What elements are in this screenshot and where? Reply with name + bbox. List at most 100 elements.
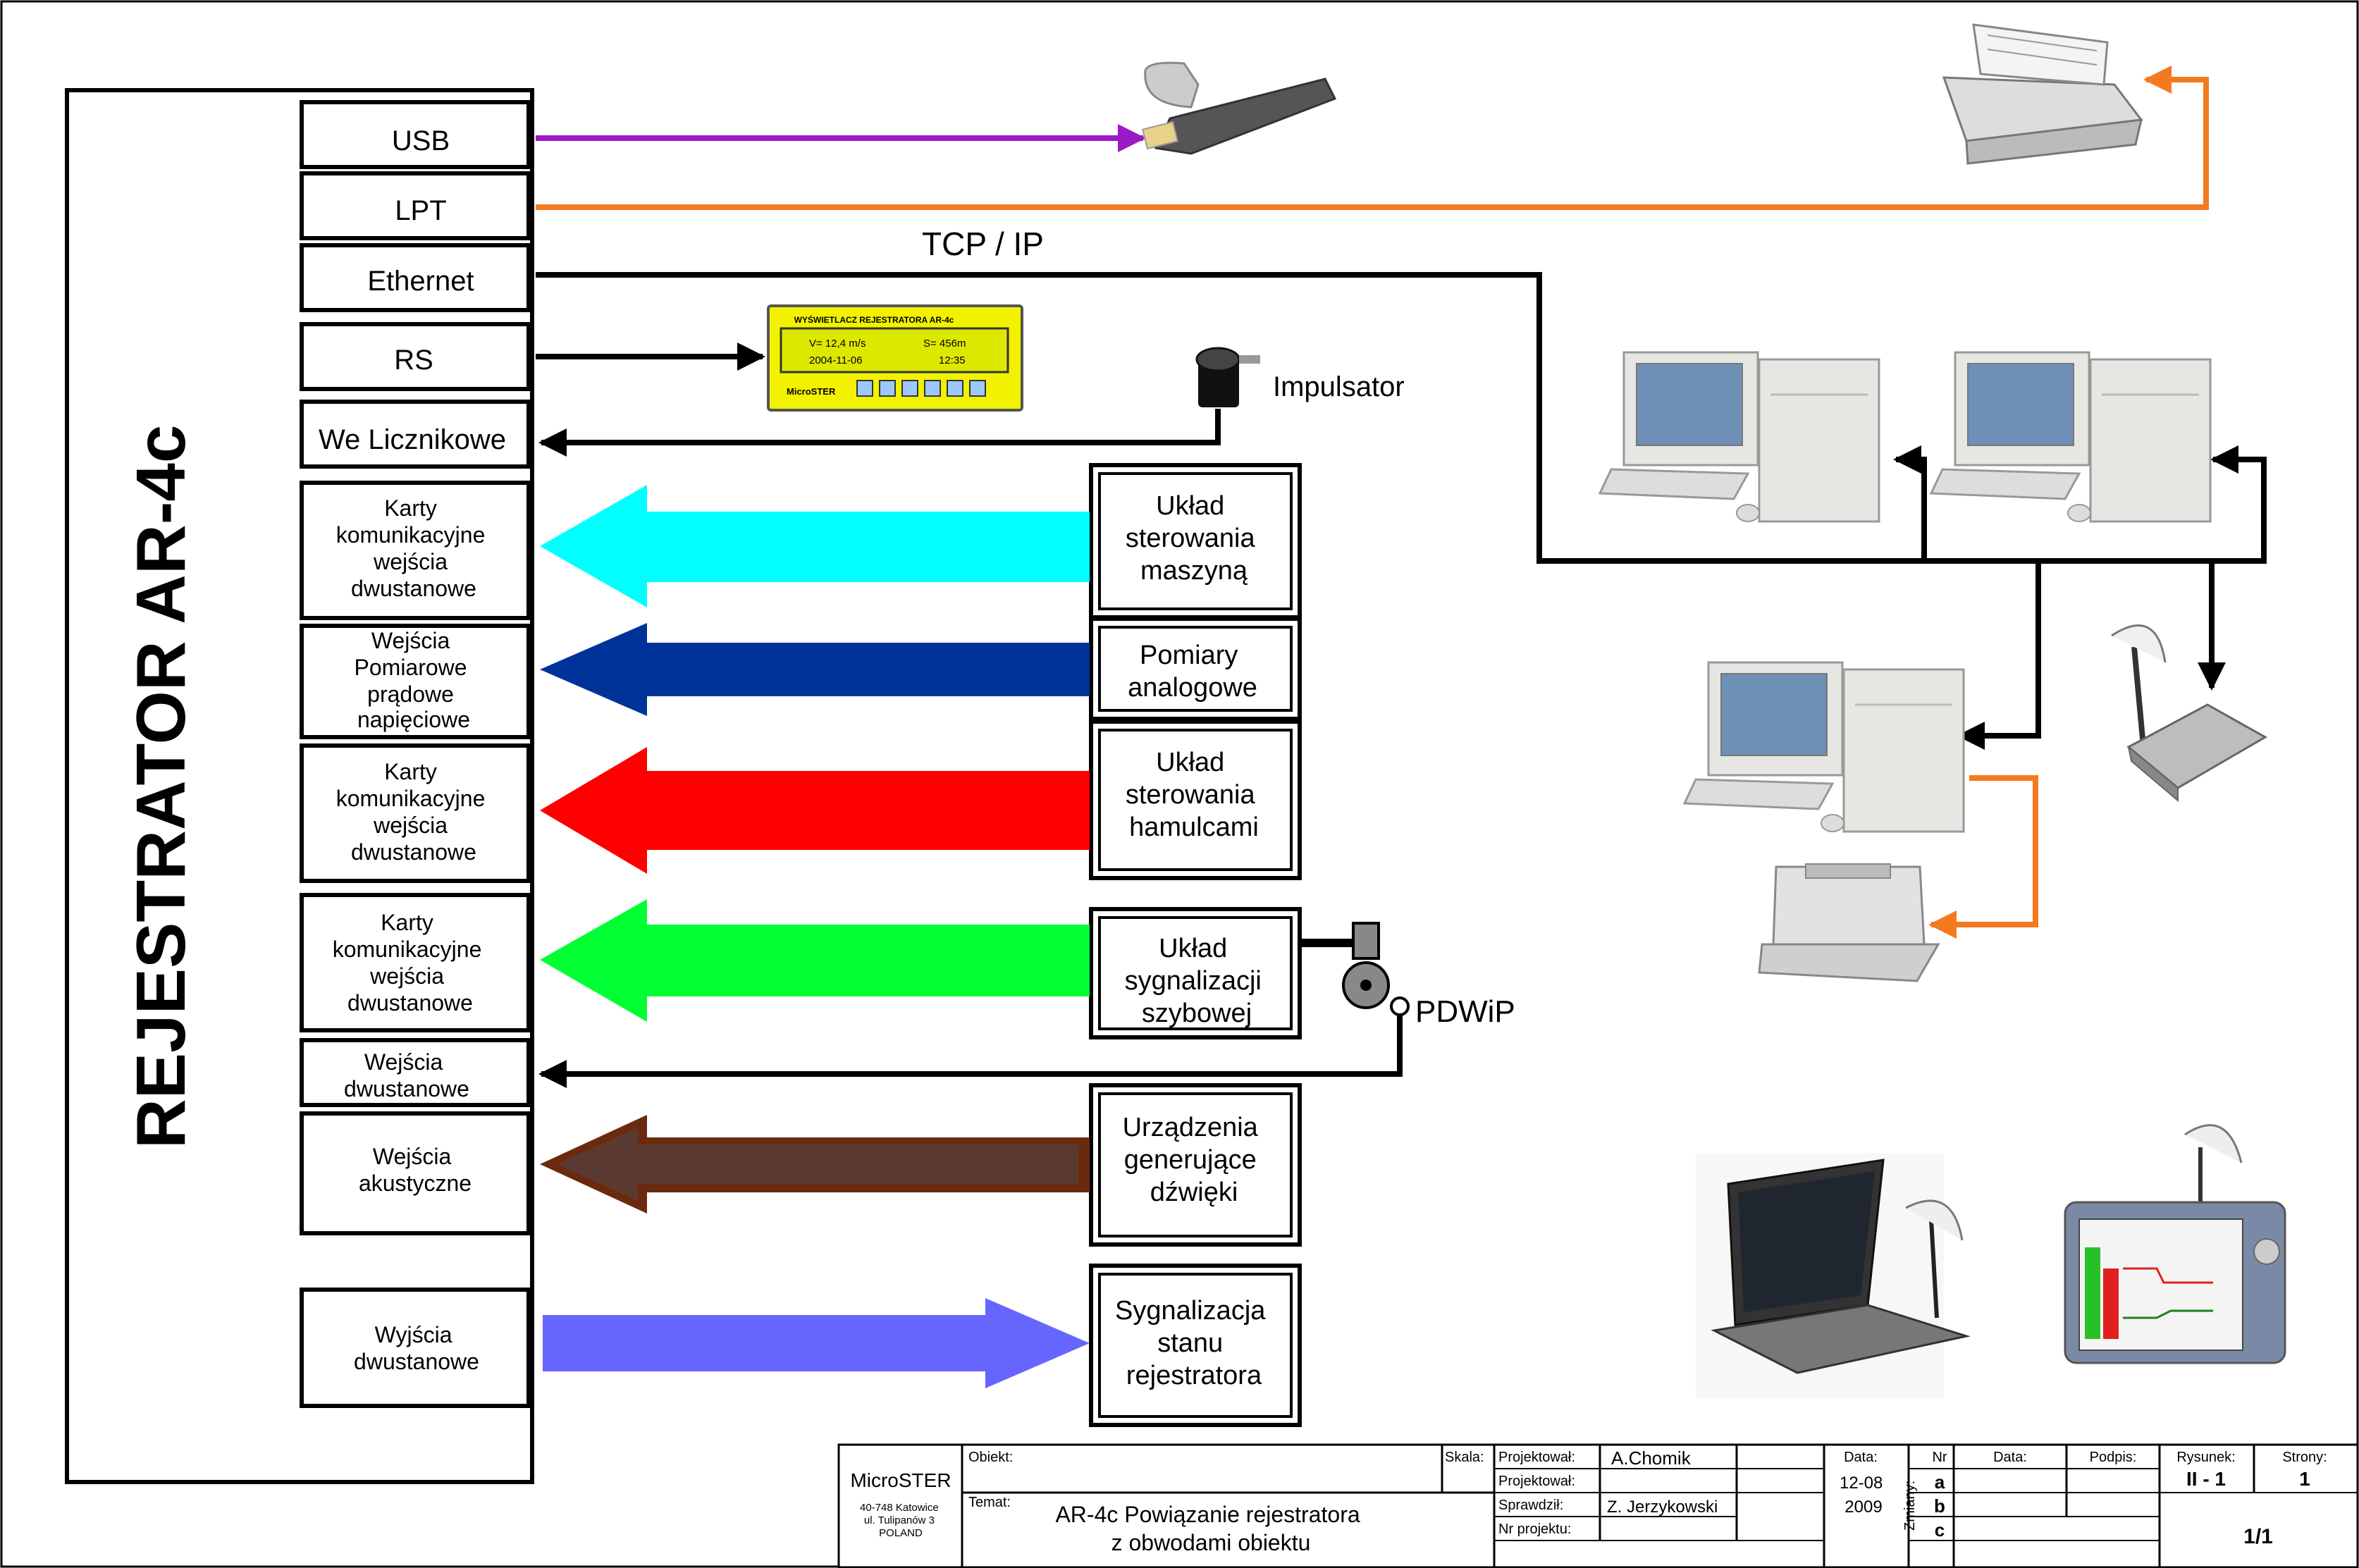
strony-value: 1 <box>2299 1468 2310 1490</box>
row-a: a <box>1935 1471 1945 1493</box>
laser-printer-line <box>1928 775 2038 939</box>
lcd-line1-left: V= 12,4 m/s <box>809 338 866 350</box>
svg-text:Układ sterowania: Układ sterowania hamulcami <box>1126 748 1262 842</box>
sprawdzil-value: Z. Jerzykowski <box>1607 1498 1718 1517</box>
sheet-number: 1/1 <box>2243 1525 2273 1548</box>
lpt-line <box>536 66 2209 210</box>
projektowal-label-2: Projektował: <box>1498 1474 1575 1489</box>
svg-text:Sygnalizacja stanu: Sygnalizacja stanu rejestratora <box>1115 1296 1273 1390</box>
svg-text:Urządzenia generujące: Urządzenia generujące dźwięki <box>1123 1113 1266 1207</box>
lcd-line2-left: 2004-11-06 <box>809 354 863 366</box>
counter-input-port <box>300 400 531 469</box>
lcd-line2-right: 12:35 <box>939 354 966 366</box>
ethernet-line <box>536 272 2267 564</box>
machine-control-box: Układ sterowania maszyną <box>1089 463 1302 619</box>
input-box-4-text: Karty komunikacyjne wejścia dwustanowe <box>333 910 488 1016</box>
usb-stick-icon <box>1142 61 1337 155</box>
obiekt-label: Obiekt: <box>968 1450 1013 1465</box>
zmiany-data-label: Data: <box>1993 1450 2027 1465</box>
tcpip-label: TCP / IP <box>922 226 1044 262</box>
company-address: 40-748 Katowice ul. Tulipanów 3 POLAND <box>860 1502 942 1539</box>
sound-devices-box: Urządzenia generujące dźwięki <box>1089 1083 1302 1247</box>
analog-measurements-box: Pomiary analogowe <box>1089 617 1302 721</box>
rs-port <box>300 322 531 391</box>
pc-icon-2 <box>1929 351 2212 523</box>
usb-port <box>300 100 531 169</box>
skala-label: Skala: <box>1445 1450 1484 1465</box>
nr-label: Nr <box>1932 1450 1947 1465</box>
usb-label: USB <box>392 125 450 156</box>
input-box-5 <box>300 1038 531 1107</box>
wifi-router-icon <box>2111 624 2268 803</box>
brake-control-box: Układ sterowania hamulcami <box>1089 720 1302 880</box>
impulsator-encoder-icon <box>1195 347 1260 407</box>
lpt-port <box>300 171 531 240</box>
input-box-4 <box>300 893 531 1032</box>
input-box-2 <box>300 624 531 739</box>
company-name: MicroSTER <box>850 1469 951 1491</box>
rs-label: RS <box>394 345 433 376</box>
lcd-line1-right: S= 456m <box>923 338 966 350</box>
rysunek-label: Rysunek: <box>2176 1450 2235 1465</box>
pdwip-line <box>538 1015 1403 1088</box>
svg-text:Układ sygnalizacji: Układ sygnalizacji szybowej <box>1125 934 1269 1028</box>
row-c: c <box>1935 1519 1945 1541</box>
projektowal-value: A.Chomik <box>1611 1447 1692 1469</box>
recorder-status-box: Sygnalizacja stanu rejestratora <box>1089 1264 1302 1427</box>
arrow-blue <box>540 623 1090 716</box>
zmiany-label: Zmiany: <box>1902 1481 1918 1531</box>
lcd-buttons <box>856 380 986 397</box>
arrow-violet <box>543 1298 1090 1388</box>
temat-label: Temat: <box>968 1495 1011 1510</box>
temat-text: AR-4c Powiązanie rejestratora z obwodami… <box>1055 1502 1366 1555</box>
laser-printer-icon <box>1758 863 1940 982</box>
input-box-1 <box>300 481 531 620</box>
data-value: 12-08 2009 <box>1840 1474 1887 1517</box>
data-label: Data: <box>1844 1450 1878 1465</box>
ethernet-branch-pc1 <box>1893 445 1927 561</box>
ethernet-port <box>300 243 531 312</box>
title-block: MicroSTER 40-748 Katowice ul. Tulipanów … <box>837 1443 2359 1568</box>
impulsator-label: Impulsator <box>1273 371 1405 402</box>
ethernet-label: Ethernet <box>367 266 474 297</box>
output-box-text: Wyjścia dwustanowe <box>354 1322 479 1374</box>
podpis-label: Podpis: <box>2090 1450 2137 1465</box>
sprawdzil-label: Sprawdził: <box>1498 1498 1563 1513</box>
projektowal-label-1: Projektował: <box>1498 1450 1575 1465</box>
nr-projektu-label: Nr projektu: <box>1498 1521 1571 1537</box>
strony-label: Strony: <box>2282 1450 2327 1465</box>
impulsator-line <box>538 409 1221 457</box>
counter-input-label: We Licznikowe <box>319 424 506 455</box>
lcd-display-device: WYŚWIETLACZ REJESTRATORA AR-4c V= 12,4 m… <box>767 304 1023 412</box>
input-box-3 <box>300 743 531 883</box>
input-box-3-text: Karty komunikacyjne wejścia dwustanowe <box>336 759 492 865</box>
pdwip-label: PDWiP <box>1415 994 1515 1029</box>
ethernet-branch-pc3 <box>1957 561 2041 750</box>
hmi-panel-icon <box>2064 1124 2286 1364</box>
input-list: Karty komunikacyjne wejścia dwustanowe W… <box>300 481 531 1408</box>
arrow-green <box>540 899 1090 1022</box>
pdwip-sensor-icon <box>1301 922 1410 1016</box>
input-box-2-text: Wejścia Pomiarowe prądowe napięciowe <box>355 628 474 732</box>
pc-icon-1 <box>1598 351 1880 523</box>
arrow-brown-inner <box>557 1128 1078 1201</box>
arrow-cyan <box>540 485 1090 607</box>
rysunek-value: II - 1 <box>2186 1468 2226 1490</box>
input-box-6 <box>300 1111 531 1235</box>
output-box <box>300 1288 531 1408</box>
arrow-red <box>540 747 1090 874</box>
svg-text:Układ sterowania: Układ sterowania maszyną <box>1126 491 1262 586</box>
interface-list: USB LPT Ethernet RS We Licznikowe <box>300 100 531 469</box>
row-b: b <box>1934 1495 1945 1517</box>
laptop-icon <box>1696 1153 1971 1398</box>
lcd-logo: MicroSTER <box>787 386 836 397</box>
shaft-signaling-box: Układ sygnalizacji szybowej <box>1089 907 1302 1039</box>
dot-matrix-printer-icon <box>1942 23 2143 165</box>
svg-text:Pomiary analogowe: Pomiary analogowe <box>1128 641 1257 703</box>
input-box-1-text: Karty komunikacyjne wejścia dwustanowe <box>336 495 492 601</box>
input-box-6-text: Wejścia akustyczne <box>359 1144 472 1196</box>
lcd-title: WYŚWIETLACZ REJESTRATORA AR-4c <box>794 314 954 325</box>
recorder-title: REJESTRATOR AR-4c <box>122 425 199 1149</box>
source-list: Układ sterowania maszyną Pomiary analogo… <box>1089 463 1302 1427</box>
